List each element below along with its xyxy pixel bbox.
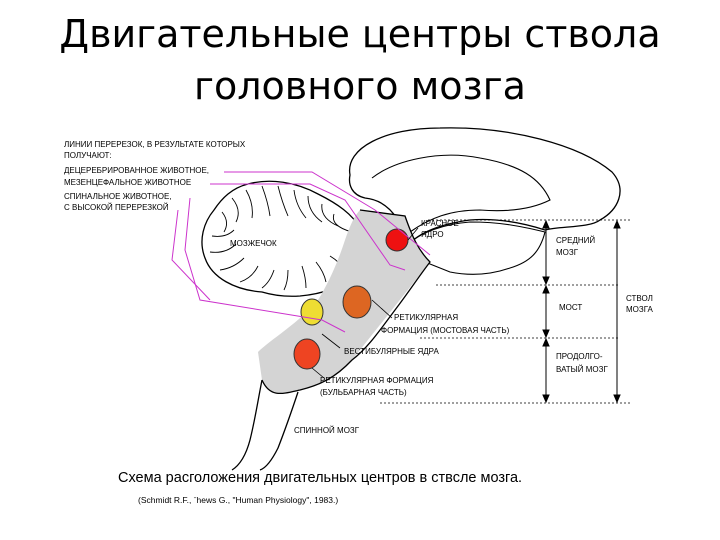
title-line-1: Двигательные центры ствола [59, 12, 661, 56]
legend-line-5: СПИНАЛЬНОЕ ЖИВОТНОЕ, [64, 192, 172, 201]
level-lines [380, 219, 630, 404]
cerebrum-inner-curve [371, 154, 551, 233]
midbrain-tissue [407, 221, 546, 275]
cerebellum-outline [201, 180, 366, 297]
legend-line-4: МЕЗЕНЦЕФАЛЬНОЕ ЖИВОТНОЕ [64, 178, 191, 187]
leader-lines [311, 227, 419, 379]
red-nucleus-mark [385, 228, 409, 252]
cerebrum-outline [348, 127, 621, 247]
label-midbrain-1: СРЕДНИЙ [556, 236, 595, 245]
label-spinal-cord: СПИННОЙ МОЗГ [294, 426, 360, 435]
legend-line-1: ЛИНИИ ПЕРЕРЕЗОК, В РЕЗУЛЬТАТЕ КОТОРЫХ [64, 140, 246, 149]
reticular-pontine-mark [342, 285, 372, 319]
cerebellum-folia [209, 185, 353, 291]
label-pons: МОСТ [559, 303, 582, 312]
label-medulla-1: ПРОДОЛГО- [556, 352, 603, 361]
label-red-nucleus-2: ЯДРО [421, 230, 444, 239]
bracket-arrows [542, 219, 621, 404]
brainstem-outline [261, 209, 431, 394]
label-reticular-bulbar-2: (БУЛЬБАРНАЯ ЧАСТЬ) [320, 388, 407, 397]
legend-line-2: ПОЛУЧАЮТ: [64, 151, 112, 160]
legend-line-3: ДЕЦЕРЕБРИРОВАННОЕ ЖИВОТНОЕ, [64, 166, 209, 175]
figure-source: (Schmidt R.F., ˉhews G., "Human Physiolo… [138, 495, 339, 505]
label-reticular-pontine-1: РЕТИКУЛЯРНАЯ [394, 313, 458, 322]
spinal-cord-outline [231, 379, 299, 471]
label-brainstem-1: СТВОЛ [626, 294, 653, 303]
stem-left-edge [228, 352, 258, 470]
label-red-nucleus-1: КРАСНОЕ [421, 219, 459, 228]
label-reticular-pontine-2: ФОРМАЦИЯ (МОСТОВАЯ ЧАСТЬ) [381, 326, 510, 335]
legend-line-6: С ВЫСОКОЙ ПЕРЕРЕЗКОЙ [64, 203, 169, 212]
cut-lines [171, 171, 431, 333]
label-medulla-2: ВАТЫЙ МОЗГ [556, 365, 608, 374]
label-cerebellum: МОЗЖЕЧОК [230, 239, 277, 248]
slide-title: Двигательные центры ствола головного моз… [40, 8, 680, 112]
label-vestibular: ВЕСТИБУЛЯРНЫЕ ЯДРА [344, 347, 439, 356]
label-reticular-bulbar-1: РЕТИКУЛЯРНАЯ ФОРМАЦИЯ [320, 376, 434, 385]
reticular-bulbar-mark [293, 338, 321, 370]
label-brainstem-2: МОЗГА [626, 305, 654, 314]
vestibular-mark [300, 298, 324, 326]
label-midbrain-2: МОЗГ [556, 248, 579, 257]
title-line-2: головного мозга [194, 64, 526, 108]
figure-caption: Схема расголожения двигательных центров … [118, 470, 523, 486]
